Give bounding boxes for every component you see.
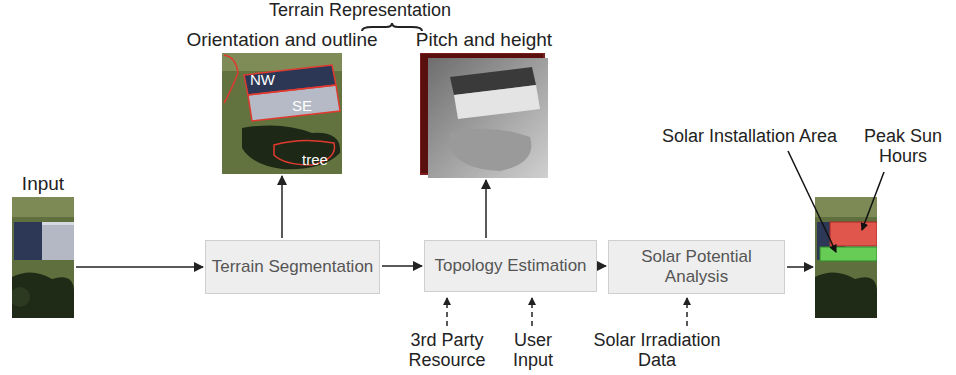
group-title: Terrain Representation — [269, 0, 451, 20]
orientation-tag: NW — [250, 70, 275, 90]
input-source-label: User Input — [503, 330, 563, 370]
process-box: Topology Estimation — [424, 240, 597, 292]
image-heading: Pitch and height — [416, 30, 552, 50]
callout-label: Solar Installation Area — [662, 126, 837, 146]
input-source-label: 3rd Party Resource — [397, 330, 497, 370]
box-label: Solar Potential Analysis — [609, 247, 784, 287]
callout-label: Peak Sun Hours — [853, 126, 953, 166]
flow-arrow — [382, 265, 422, 267]
flow-arrow — [76, 266, 203, 268]
output-image — [815, 197, 877, 318]
photo-illustration — [815, 197, 877, 318]
photo-illustration — [12, 197, 74, 318]
flow-arrow — [485, 180, 487, 238]
input-image: Input — [12, 197, 74, 318]
image-heading: Input — [22, 174, 64, 194]
orientation-tag: SE — [292, 96, 312, 116]
image-heading: Orientation and outline — [186, 30, 377, 50]
region-tag: tree — [302, 150, 328, 170]
photo-illustration — [420, 53, 548, 178]
dashed-input-arrow — [446, 298, 448, 326]
dashed-input-arrow — [686, 298, 688, 326]
flow-arrow — [281, 176, 283, 238]
process-box: Terrain Segmentation — [205, 240, 380, 294]
box-label: Topology Estimation — [434, 256, 586, 276]
flow-arrow — [599, 265, 606, 267]
pitch-height-image: Pitch and height — [420, 53, 548, 178]
process-box: Solar Potential Analysis — [608, 240, 785, 294]
input-source-label: Solar Irradiation Data — [582, 330, 732, 370]
box-label: Terrain Segmentation — [212, 257, 374, 277]
flow-arrow — [787, 266, 813, 268]
dashed-input-arrow — [531, 298, 533, 326]
